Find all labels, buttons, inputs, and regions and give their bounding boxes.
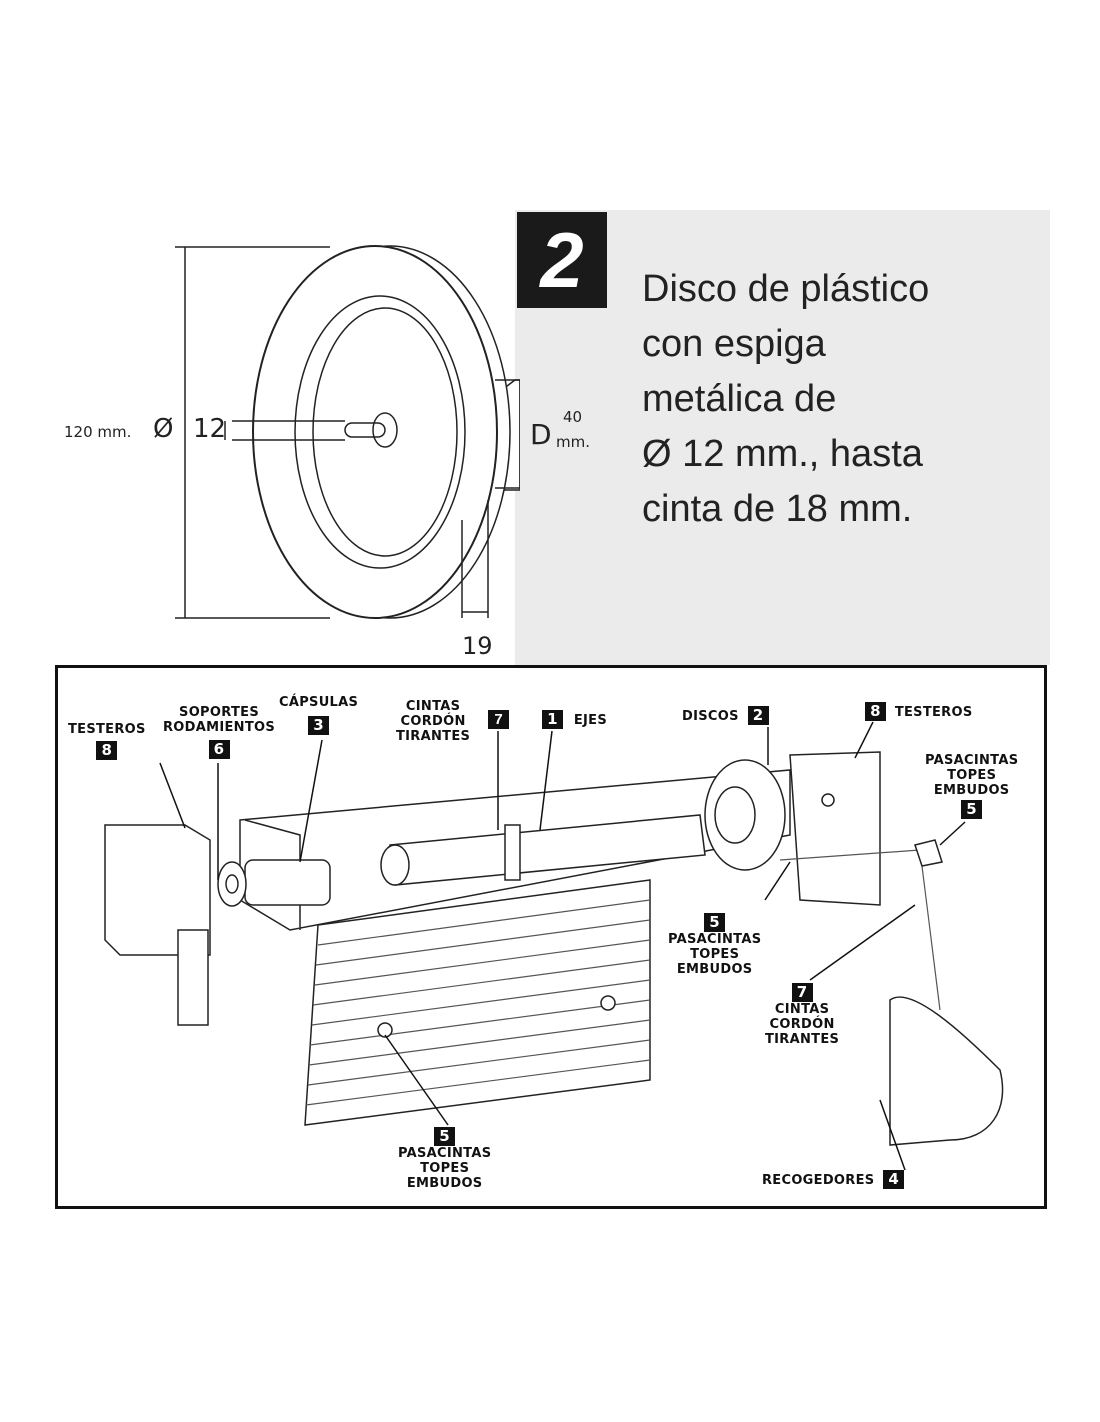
part-label: PASACINTAS bbox=[398, 1146, 492, 1161]
hub-unit: mm. bbox=[556, 433, 590, 451]
part-label: TESTEROS bbox=[894, 705, 973, 720]
description-line: con espiga bbox=[642, 323, 826, 365]
part-label: TOPES bbox=[420, 1161, 470, 1176]
label-discos: DISCOS 2 bbox=[682, 706, 769, 725]
part-label: TOPES bbox=[947, 768, 997, 783]
part-label: TIRANTES bbox=[765, 1032, 840, 1047]
part-label: CINTAS bbox=[405, 699, 461, 714]
label-cintas-top: CINTAS CORDÓN TIRANTES bbox=[396, 699, 470, 744]
hub-value: 40 bbox=[563, 408, 583, 426]
label-pasacintas-bottom: 5 PASACINTAS TOPES EMBUDOS bbox=[398, 1127, 491, 1191]
number-badge: 7 bbox=[791, 983, 813, 1002]
number-badge: 3 bbox=[308, 716, 330, 735]
number-badge: 7 bbox=[488, 710, 509, 729]
label-cintas-right: 7 CINTAS CORDÓN TIRANTES bbox=[765, 983, 839, 1047]
part-label: SOPORTES bbox=[179, 705, 259, 720]
description-line: metálica de bbox=[642, 378, 837, 420]
part-label: CORDÓN bbox=[400, 714, 466, 729]
number-badge: 5 bbox=[961, 800, 983, 819]
part-label: CÁPSULAS bbox=[279, 695, 359, 710]
width-dimension: 19 bbox=[462, 632, 493, 660]
description-line: Ø 12 mm., hasta bbox=[642, 433, 923, 475]
part-number-badge: 2 bbox=[517, 212, 607, 308]
number-badge: 8 bbox=[865, 702, 886, 721]
part-description: Disco de plástico con espiga metálica de… bbox=[642, 262, 929, 537]
description-line: Disco de plástico bbox=[642, 268, 930, 310]
label-recogedores: RECOGEDORES 4 bbox=[762, 1170, 905, 1189]
diameter-label: 120 mm. bbox=[64, 423, 132, 441]
part-label: DISCOS bbox=[682, 709, 739, 724]
part-label: EMBUDOS bbox=[406, 1176, 483, 1191]
part-label: EMBUDOS bbox=[676, 962, 753, 977]
label-pasacintas-mid: 5 PASACINTAS TOPES EMBUDOS bbox=[668, 913, 761, 977]
number-badge: 5 bbox=[704, 913, 726, 932]
hub-label: D bbox=[530, 418, 552, 451]
axle-dimension: 12 bbox=[193, 414, 227, 444]
label-ejes: 1 EJES bbox=[542, 710, 607, 729]
number-badge: 5 bbox=[434, 1127, 456, 1146]
label-testeros-left: TESTEROS 8 bbox=[68, 722, 146, 760]
part-label: EMBUDOS bbox=[933, 783, 1010, 798]
part-label: TOPES bbox=[690, 947, 740, 962]
label-soportes: SOPORTES RODAMIENTOS 6 bbox=[163, 705, 275, 759]
assembly-frame bbox=[55, 665, 1047, 1209]
label-capsulas: CÁPSULAS 3 bbox=[279, 695, 358, 735]
disc-drawing bbox=[175, 245, 520, 619]
part-label: RODAMIENTOS bbox=[163, 720, 276, 735]
part-label: CORDÓN bbox=[769, 1017, 835, 1032]
part-label: TIRANTES bbox=[396, 729, 471, 744]
label-pasacintas-right: PASACINTAS TOPES EMBUDOS 5 bbox=[925, 753, 1018, 819]
part-label: TESTEROS bbox=[68, 722, 146, 737]
diameter-symbol: Ø bbox=[153, 414, 174, 444]
number-badge: 8 bbox=[96, 741, 118, 760]
part-label: CINTAS bbox=[774, 1002, 830, 1017]
number-badge: 4 bbox=[883, 1170, 905, 1189]
number-badge: 2 bbox=[747, 706, 769, 725]
label-testeros-right: 8 TESTEROS bbox=[865, 702, 973, 721]
number-badge: 6 bbox=[208, 740, 230, 759]
part-label: PASACINTAS bbox=[668, 932, 762, 947]
description-line: cinta de 18 mm. bbox=[642, 488, 913, 530]
part-label: PASACINTAS bbox=[925, 753, 1019, 768]
part-label: RECOGEDORES bbox=[762, 1173, 875, 1188]
part-label: EJES bbox=[573, 713, 607, 728]
number-badge: 1 bbox=[542, 710, 563, 729]
